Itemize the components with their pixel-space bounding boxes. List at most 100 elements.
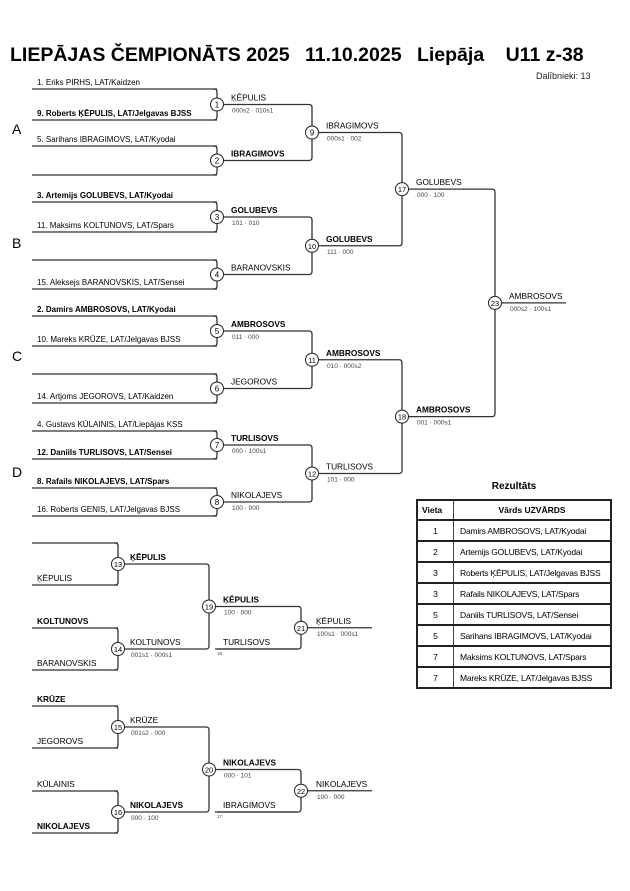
entrant-name: 12. Daniils TURLISOVS, LAT/Sensei <box>37 448 172 457</box>
match-10-number: 10 <box>308 242 316 251</box>
match-3-number: 3 <box>215 213 220 222</box>
match-18-circle <box>395 409 409 424</box>
entrant-name: 1. Eriks PIRHS, LAT/Kaidzen <box>37 78 140 87</box>
repechage-entrant: NIKOLAJEVS <box>37 821 90 831</box>
match-21-number: 21 <box>297 624 305 633</box>
results-header-place: Vieta <box>416 499 454 521</box>
cross-source-match: 17 <box>217 814 223 819</box>
match-19-circle <box>202 599 216 614</box>
result-place: 2 <box>416 540 454 563</box>
entrant-name: 9. Roberts ĶĒPULIS, LAT/Jelgavas BJSS <box>37 109 192 118</box>
match-score: 000 · 100s1 <box>232 448 267 455</box>
match-15-number: 15 <box>114 723 122 732</box>
match-14-number: 14 <box>114 645 122 654</box>
match-winner: JEGOROVS <box>231 377 278 387</box>
repechage-entrant: BARANOVSKIS <box>37 658 97 668</box>
match-18-number: 18 <box>398 413 406 422</box>
result-place: 5 <box>416 603 454 626</box>
entrant-name: 5. Sarihans IBRAGIMOVS, LAT/Kyodai <box>37 135 176 144</box>
match-winner: GOLUBEVS <box>416 177 462 187</box>
group-label-c: C <box>12 348 22 364</box>
match-winner: KRŪZE <box>130 715 159 725</box>
match-winner: ĶĒPULIS <box>231 93 267 103</box>
match-7-circle <box>210 438 224 452</box>
title-event: LIEPĀJAS ČEMPIONĀTS 2025 <box>10 44 290 66</box>
match-16-number: 16 <box>114 808 122 817</box>
participants-count: Dalībnieki: 13 <box>536 71 591 81</box>
bracket-connector <box>318 359 403 475</box>
match-winner: KOLTUNOVS <box>130 637 181 647</box>
match-2-circle <box>210 153 224 168</box>
entrant-name: 4. Gustavs KŪLAINIS, LAT/Liepājas KSS <box>37 420 183 429</box>
match-6-number: 6 <box>215 385 220 394</box>
match-score: 010 · 000s2 <box>327 363 362 370</box>
match-score: 000 · 100 <box>131 815 159 822</box>
entrant-name: 10. Mareks KRŪZE, LAT/Jelgavas BJSS <box>37 335 180 344</box>
match-winner: TURLISOVS <box>231 433 279 443</box>
match-score: 000s1 · 002 <box>327 136 362 143</box>
entrant-name: 3. Artemijs GOLUBEVS, LAT/Kyodai <box>37 191 173 200</box>
match-winner: GOLUBEVS <box>231 205 278 215</box>
match-winner: TURLISOVS <box>326 462 373 472</box>
result-name: Roberts ĶĒPULIS, LAT/Jelgavas BJSS <box>453 561 612 584</box>
match-score: 100 · 000 <box>317 794 345 801</box>
match-winner: NIKOLAJEVS <box>231 490 283 500</box>
title-category: U11 z-38 <box>505 44 584 66</box>
title-city: Liepāja <box>416 44 485 66</box>
entrant-name: 8. Rafails NIKOLAJEVS, LAT/Spars <box>37 477 170 486</box>
match-6-circle <box>210 381 224 396</box>
match-5-number: 5 <box>215 327 220 336</box>
match-score: 000s2 · 010s1 <box>232 108 274 115</box>
match-17-circle <box>395 182 409 197</box>
repechage-entrant: KRŪZE <box>37 694 66 704</box>
match-score: 000 · 100 <box>417 192 445 199</box>
match-9-number: 9 <box>310 129 315 138</box>
match-12-circle <box>305 466 319 481</box>
result-place: 1 <box>416 519 454 542</box>
match-winner: GOLUBEVS <box>326 234 373 244</box>
result-place: 3 <box>416 582 454 605</box>
entrant-name: 2. Damirs AMBROSOVS, LAT/Kyodai <box>37 305 176 314</box>
match-winner: AMBROSOVS <box>231 319 286 329</box>
match-2-number: 2 <box>215 157 220 166</box>
entrant-name: 11. Maksims KOLTUNOVS, LAT/Spars <box>37 221 174 230</box>
result-name: Daniils TURLISOVS, LAT/Sensei <box>453 603 612 626</box>
results-header-name: Vārds UZVĀRDS <box>453 499 612 521</box>
group-label-b: B <box>12 235 21 251</box>
cross-entrant: IBRAGIMOVS <box>223 800 276 810</box>
match-1-circle <box>210 97 224 112</box>
match-8-circle <box>210 495 224 509</box>
match-7-number: 7 <box>215 441 220 450</box>
match-9-circle <box>305 125 319 140</box>
match-8-number: 8 <box>215 498 220 507</box>
match-score: 001s2 · 000 <box>131 730 166 737</box>
match-11-number: 11 <box>308 356 316 365</box>
result-name: Damirs AMBROSOVS, LAT/Kyodai <box>453 519 612 542</box>
match-14-circle <box>111 642 125 656</box>
results-title: Rezultāts <box>491 481 537 492</box>
match-15-circle <box>111 720 125 734</box>
match-17-number: 17 <box>398 185 406 194</box>
page-title: LIEPĀJAS ČEMPIONĀTS 2025 11.10.2025 Liep… <box>10 44 594 67</box>
result-place: 7 <box>416 666 454 689</box>
entrant-name: 14. Artjoms JEGOROVS, LAT/Kaidzen <box>37 392 173 401</box>
result-name: Rafails NIKOLAJEVS, LAT/Spars <box>453 582 612 605</box>
repechage-entrant: JEGOROVS <box>37 736 84 746</box>
match-19-number: 19 <box>205 603 213 612</box>
match-winner: IBRAGIMOVS <box>231 149 285 159</box>
match-23-number: 23 <box>491 299 499 308</box>
match-winner: IBRAGIMOVS <box>326 121 379 131</box>
match-12-number: 12 <box>308 470 316 479</box>
match-winner: AMBROSOVS <box>509 291 563 301</box>
group-label-a: A <box>12 121 22 137</box>
match-winner: ĶĒPULIS <box>316 616 352 626</box>
match-winner: AMBROSOVS <box>326 348 381 358</box>
match-16-circle <box>111 805 125 819</box>
match-23-circle <box>488 295 502 310</box>
match-winner: BARANOVSKIS <box>231 263 291 273</box>
